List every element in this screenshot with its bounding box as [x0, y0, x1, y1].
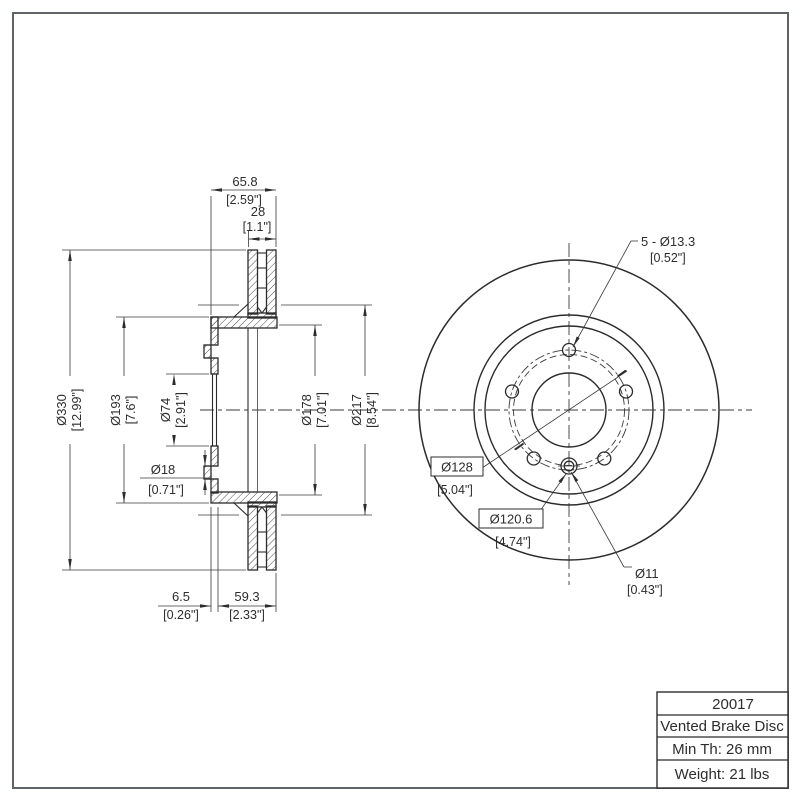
front-view: 5 - Ø13.3 [0.52"] Ø128 [5.04"] Ø120.6 [4… — [418, 234, 720, 597]
bolt-circle — [508, 349, 630, 471]
part-weight: Weight: 21 lbs — [675, 766, 770, 783]
label-bolt-circle: Ø128 [5.04"] — [430, 369, 628, 497]
dim-offset: 6.5 [0.26"] — [158, 507, 219, 622]
dim-lug-hole-mm: Ø18 — [151, 462, 176, 477]
dim-hat-diameter-mm: Ø193 — [108, 394, 123, 426]
label-pin-circle-in: [4.74"] — [495, 535, 531, 549]
rotor-cross-section — [203, 249, 278, 571]
label-bolt-circle-mm: Ø128 — [441, 460, 473, 475]
part-min-thickness: Min Th: 26 mm — [672, 741, 772, 758]
dim-lug-hole: Ø18 [0.71"] — [140, 450, 211, 497]
section-detail-lines — [204, 252, 267, 568]
hat-wall-lower-a — [210, 445, 219, 467]
dim-rotor-thickness-in: [1.1"] — [243, 220, 272, 234]
dim-bore-diameter-in: [2.91"] — [174, 392, 188, 428]
dim-inner-diameter: Ø178 [7.01"] — [279, 324, 329, 496]
pin-circle — [513, 354, 625, 466]
dim-total-width: 65.8 [2.59"] — [210, 174, 277, 315]
hat-wall-upper-a — [210, 316, 219, 346]
label-bolt-holes: 5 - Ø13.3 [0.52"] — [572, 234, 695, 348]
lug-holes — [504, 342, 634, 466]
dim-total-width-mm: 65.8 — [232, 174, 257, 189]
hat-wall-upper-b — [210, 357, 219, 375]
sheet-frame — [12, 12, 789, 789]
label-pin-hole: Ø11 [0.43"] — [570, 471, 663, 597]
label-pin-hole-mm: Ø11 — [635, 566, 659, 581]
lug-boss-lower — [203, 465, 212, 480]
label-bolt-holes-in: [0.52"] — [650, 251, 686, 265]
dim-bore-diameter-mm: Ø74 — [158, 398, 173, 423]
label-pin-circle: Ø120.6 [4.74"] — [478, 473, 567, 549]
dim-inner-diameter-mm: Ø178 — [299, 394, 314, 426]
inboard-plate-lower — [265, 505, 277, 571]
hat-flange-lower — [210, 491, 278, 504]
dim-depth: 59.3 [2.33"] — [218, 573, 277, 622]
dim-offset-in: [0.26"] — [163, 608, 199, 622]
label-pin-circle-mm: Ø120.6 — [490, 512, 533, 527]
hub-bore-circle — [531, 372, 607, 448]
dim-inner-diameter-in: [7.01"] — [315, 392, 329, 428]
pin-hole — [558, 457, 580, 475]
part-name: Vented Brake Disc — [660, 718, 784, 735]
outer-diameter-circle — [418, 259, 720, 561]
dim-outer-diameter-in: [12.99"] — [70, 389, 84, 432]
label-bolt-holes-mm: 5 - Ø13.3 — [641, 234, 695, 249]
section-view: 65.8 [2.59"] 28 [1.1"] Ø330 [12.99"] — [54, 174, 752, 622]
title-block: 20017 Vented Brake Disc Min Th: 26 mm We… — [656, 691, 789, 789]
dim-bore-diameter: Ø74 [2.91"] — [158, 373, 209, 447]
dim-vent-diameter-mm: Ø217 — [349, 394, 364, 426]
vent-diameter-circle — [473, 314, 665, 506]
dim-total-width-in: [2.59"] — [226, 193, 262, 207]
label-pin-hole-in: [0.43"] — [627, 583, 663, 597]
dim-rotor-thickness-mm: 28 — [251, 204, 265, 219]
part-number: 20017 — [712, 696, 754, 713]
outboard-plate-lower — [247, 505, 259, 571]
dim-rotor-thickness: 28 [1.1"] — [243, 204, 276, 247]
dim-outer-diameter: Ø330 [12.99"] — [54, 249, 246, 571]
dim-vent-diameter-in: [8.54"] — [365, 392, 379, 428]
outboard-plate-upper — [247, 249, 259, 315]
dim-lug-hole-in: [0.71"] — [148, 483, 184, 497]
dim-depth-mm: 59.3 — [234, 589, 259, 604]
dim-vent-diameter: Ø217 [8.54"] — [198, 304, 379, 516]
dim-offset-mm: 6.5 — [172, 589, 190, 604]
dim-hat-diameter: Ø193 [7.6"] — [108, 316, 209, 504]
label-bolt-circle-in: [5.04"] — [437, 483, 473, 497]
hat-wall-lower-b — [210, 478, 219, 494]
hat-diameter-circle — [484, 325, 654, 495]
inboard-plate-upper — [265, 249, 277, 315]
dim-hat-diameter-in: [7.6"] — [124, 396, 138, 425]
dim-depth-in: [2.33"] — [229, 608, 265, 622]
lug-boss-upper — [203, 344, 212, 359]
hat-flange-upper — [210, 316, 278, 329]
dim-outer-diameter-mm: Ø330 — [54, 394, 69, 426]
